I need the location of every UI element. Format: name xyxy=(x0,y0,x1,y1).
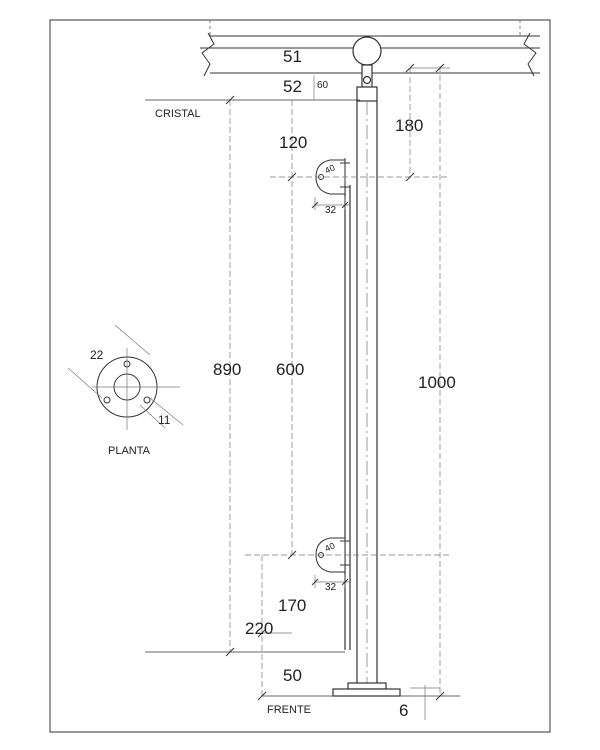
post-sphere xyxy=(352,36,382,102)
dimension-32-bottom: 32 xyxy=(325,582,337,593)
dimension-52: 52 xyxy=(283,77,302,96)
dimension-60: 60 xyxy=(317,80,329,91)
dimension-40-top: 40 xyxy=(323,163,336,176)
dimension-lines xyxy=(229,66,450,720)
label-cristal: CRISTAL xyxy=(155,108,201,120)
dimension-600: 600 xyxy=(276,360,304,379)
reference-lines xyxy=(145,99,360,653)
base-plan-view xyxy=(67,324,184,430)
dimension-1000: 1000 xyxy=(418,373,456,392)
post-tube xyxy=(344,101,378,688)
label-planta: PLANTA xyxy=(108,445,151,457)
dimension-22: 22 xyxy=(90,348,104,362)
glass-clamp-bottom xyxy=(315,536,350,573)
label-frente: FRENTE xyxy=(267,704,311,716)
dimension-180: 180 xyxy=(395,116,423,135)
dimension-170: 170 xyxy=(278,596,306,615)
dimension-120: 120 xyxy=(279,133,307,152)
dimension-50: 50 xyxy=(283,666,302,685)
dimension-220: 220 xyxy=(245,619,273,638)
dimension-11: 11 xyxy=(158,413,171,427)
dimension-51: 51 xyxy=(283,47,302,66)
dimension-890: 890 xyxy=(213,360,241,379)
drawing-frame xyxy=(49,19,551,733)
dimension-6: 6 xyxy=(399,701,408,720)
dimension-40-bottom: 40 xyxy=(323,541,336,554)
glass-clamp-top xyxy=(315,158,350,195)
dimension-ticks xyxy=(225,63,445,701)
dimension-32-top: 32 xyxy=(325,205,337,216)
